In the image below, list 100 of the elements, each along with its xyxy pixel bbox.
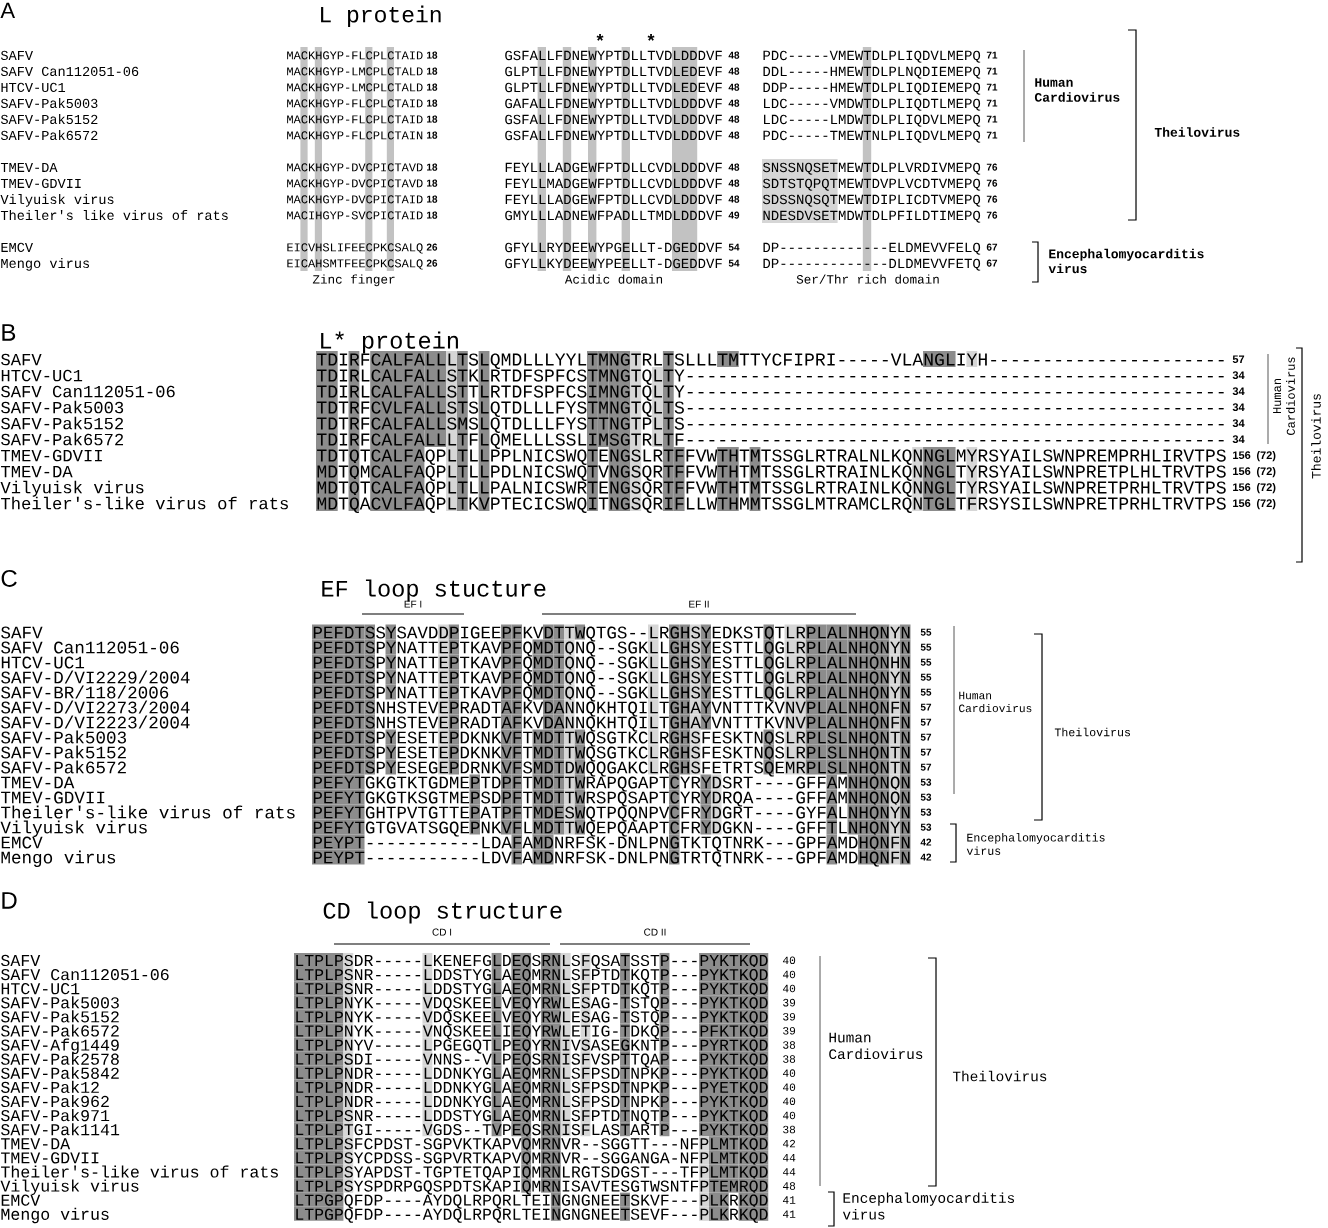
aligned-sequence: LTPLPNDR-----LDDNKYGLAEQMRNLSFPSDTNPKP---PYKTKQD: [294, 1093, 769, 1111]
strain-name: EMCV: [1, 836, 43, 849]
aligned-sequence: LTPLPSYCPDSS-SGPVRTKAPVQMRNVR--SGGANGA-NFPLMTKQD: [294, 1150, 769, 1167]
aligned-sequence: PEFDTSSYSAVDDPIGEEPFKVDTTWQTGS--LRGHSYEDKSTQTLRPLALNHQNYN: [312, 624, 911, 642]
aligned-sequence: LTPLPSNR-----LDDSTYGLAEQMRNLSFPTDTKQTP---PYKTKQD: [294, 981, 769, 998]
aligned-sequence: PEFDTSPYNATTEPTKAVPFQMDTQNQ--SGKLLGHSYESTTLQGLRPLALNHQNHN: [312, 654, 911, 672]
aligned-sequence: LTPLPSYAPDST-TGPTETQAPIQMRNLRGTSDGST---TFPLMTKQD: [294, 1164, 769, 1181]
aligned-sequence: LTPLPSDI-----VNNS--VLPEQSRNISFVSPTTQAP---PYKTKQD: [294, 1051, 769, 1068]
aligned-sequence: LTPLPNDR-----LDDNKYGLAEQMRNLSFPSDTNPKP---PYETKQD: [294, 1079, 769, 1096]
strain-name: SAFV-Pak5003: [1, 730, 126, 744]
strain-name: Vilyuisk virus: [0, 820, 147, 837]
strain-name: SAFV-Afg1449: [1, 1038, 119, 1054]
strain-name: SAFV-Pak1141: [1, 1123, 120, 1136]
aligned-sequence: PEFDTSPYESETEPDKNKVFTMDTTWQSGTKCLRGHSFESKTNQSLRPLSLNHQNTN: [312, 744, 911, 762]
strain-name: TMEV-GDVII: [1, 1152, 99, 1164]
aligned-sequence: LTPGPQFDP----AYDQLRPQRLTEINGNGNEETSEVF---PLKRKQD: [294, 1206, 769, 1223]
panel-title: L* protein: [321, 331, 458, 354]
panel-title: L protein: [321, 5, 441, 28]
strain-name: SAFV: [1, 626, 43, 639]
aligned-sequence: PEFDTSNHSTEVEPRADTAFKVDANNQKHTQILTGHAYVNTTTKVNVPLALNHQNFN: [312, 699, 911, 717]
aligned-sequence: PEFDTSPYNATTEPTKAVPFQMDTQNQ--SGKLLGHSYESTTLQGLRPLALNHQNYN: [312, 639, 911, 657]
panel-letter: C: [1, 569, 17, 587]
panel-letter: D: [2, 892, 17, 909]
panel-title: EF loop stucture: [322, 579, 546, 602]
strain-name: HTCV-UC1: [1, 983, 80, 995]
aligned-sequence: LTPLPSNR-----LDDSTYGLAEQMRNLSFPTDTNQTP---PYKTKQD: [294, 1108, 769, 1125]
strain-name: SAFV-Pak5152: [1, 1010, 119, 1023]
aligned-sequence: PEFYTGTGVATSGQEPNKVFLMDTTWQEPQAAPTCFRYDGKN----GFFTLNHQNYN: [312, 819, 911, 837]
aligned-sequence: LTPLPSDR-----LKENEFGLDEQSRNLSFQSATSSTP---PYKTKQD: [294, 952, 769, 970]
aligned-sequence: PEYPT-----------LDVFAMDNRFSK-DNLPNGTRTQTNRK---GPFAMDHQNFN: [312, 849, 911, 867]
aligned-sequence: PEFDTSPYESEGEPDRNKVFSMDTDWQQGAKCLRGHSFETRTSQEMRPLSLNHQNTN: [312, 759, 911, 777]
strain-name: SAFV-Pak5003: [1, 996, 119, 1009]
strain-name: SAFV-Pak12: [1, 1080, 99, 1093]
panel-letter: A: [0, 2, 16, 18]
strain-name: TMEV-DA: [1, 465, 73, 478]
strain-name: SAFV Can112051-06: [1, 385, 175, 398]
aligned-sequence: PEFYTGKGTKSGTMEPSDPFTMDTTWRSPQSAPTCYRYDRQA----GFFAMNHQNQN: [312, 789, 911, 807]
aligned-sequence: LTPLPNDR-----LDDNKYGLAEQMRNLSFPSDTNPKP---PYKTKQD: [294, 1065, 769, 1082]
strain-name: TMEV-DA: [1, 776, 75, 789]
strain-name: TMEV-GDVII: [1, 791, 105, 804]
aligned-sequence: TDIRLCALFALLSTTLRTDFSPFCSIMNGTQLTY--------------------------------------------------: [316, 383, 1224, 401]
aligned-sequence: LTPLPTGI-----VGDS--TVPEQSRNISFLASTARTP---PYKTKQD: [294, 1122, 769, 1139]
aligned-sequence: LTPLPNYV-----LPGEGQTLPEQYRNIVSASEGKNTP---PYRTKQD: [294, 1037, 769, 1054]
panel-letter: B: [2, 324, 16, 341]
aligned-sequence: PEFYTGHTPVTGTTEPATPFTMDESWQTPQQNPVCFRYDGRT----GYFALNHQNYN: [312, 804, 911, 822]
strain-name: SAFV-BR/118/2006: [1, 685, 169, 699]
aligned-sequence: PEFYTGKGTKTGDMEPTDPFTMDTTWRAPQGAPTCYRYDSRT----GFFAMNHQNQN: [312, 774, 911, 792]
strain-name: SAFV Can112051-06: [1, 641, 179, 654]
aligned-sequence: PEFDTSNHSTEVEPRADTAFKVDANNQKHTQILTGHAYVNTTTKVNVPLALNHQNFN: [312, 714, 911, 732]
aligned-sequence: LTPLPNYK-----VDQSKEELVEQYRWLESAG-TSTQP---PYKTKQD: [294, 995, 769, 1012]
aligned-sequence: MDTQMCALFAQPLTLLPDLNICSWQTVNGSQRTFFVWTHTMTSSGLRTRAINLKQNNGLTYRSYAILSWNPRETPLHLTRVTPS: [316, 463, 1226, 481]
aligned-sequence: TDIRFCALFALLLTSLQMDLLLYYLTMNGTRLTSLLLTMTTYCFIPRI-----VLANGLIYH----------------------: [316, 351, 1224, 369]
strain-name: SAFV-Pak6572: [1, 1024, 119, 1037]
strain-name: SAFV-Pak6572: [1, 432, 124, 446]
aligned-sequence: MDTQACVLFAQPLTKVPTECICSWQITNGSQRIFLLWTHMMTSSGLMTRAMCLRQNTGLTFRSYSILSWNPRETPRHLTRVTPS: [316, 495, 1226, 513]
aligned-sequence: TDIRLCALFALLSTKLRTDFSPFCSTMNGTQLTY--------------------------------------------------: [316, 367, 1224, 385]
strain-name: EMCV: [1, 1194, 41, 1206]
strain-name: TMEV-DA: [1, 1138, 71, 1150]
strain-name: Vilyuisk virus: [0, 1179, 139, 1195]
strain-name: SAFV-Pak5003: [1, 400, 124, 414]
aligned-sequence: LTPLPNYK-----VNQSKEELIEQYRWLETIG-TDKQP---PFKTKQD: [294, 1023, 769, 1040]
strain-name: SAFV-D/VI2229/2004: [1, 670, 190, 684]
strain-name: SAFV-Pak5842: [1, 1066, 119, 1079]
aligned-sequence: PEYPT-----------LDAFAMDNRFSK-DNLPNGTKTQTNRK---GPFAMDHQNFN: [312, 834, 911, 852]
aligned-sequence: MDTQTCALFAQPLTLLPALNICSWRTENGSQRTFFVWTHTMTSSGLRTRAINLKQNNGLTYRSYAILSWNPRETPRHLTRVTPS: [316, 479, 1226, 497]
strain-name: SAFV: [1, 954, 41, 967]
strain-name: SAFV-Pak6572: [1, 760, 126, 774]
aligned-sequence: LTPLPSFCPDST-SGPVKTKAPVQMRNVR--SGGTT---NFPLMTKQD: [294, 1136, 769, 1153]
strain-name: Theiler's-like virus of rats: [1, 1165, 278, 1178]
strain-name: SAFV Can112051-06: [1, 968, 169, 981]
strain-name: TMEV-GDVII: [1, 449, 102, 462]
panel-title: CD loop structure: [323, 901, 562, 924]
aligned-sequence: LTPLPSNR-----LDDSTYGLAEQMRNLSFPTDTKQTP---PYKTKQD: [294, 967, 769, 984]
strain-name: SAFV-Pak5152: [1, 745, 126, 759]
asterisk: *: [596, 34, 604, 41]
strain-name: SAFV-Pak2578: [1, 1052, 119, 1065]
strain-name: Mengo virus: [1, 1207, 109, 1224]
aligned-sequence: LTPGPQFDP----AYDQLRPQRLTEINGNGNEETSKVF---PLKRKQD: [294, 1192, 769, 1209]
strain-name: HTCV-UC1: [1, 369, 83, 382]
aligned-sequence: TDTRFCALFALLSMSLQTDLLLFYSTTNGTPLTS--------------------------------------------------: [316, 415, 1224, 433]
strain-name: SAFV-D/VI2273/2004: [1, 700, 190, 714]
strain-name: Theiler's-like virus of rats: [1, 496, 288, 510]
aligned-sequence: TDTRFCVLFALLSTSLQTDLLLFYSTMNGTQLTS--------------------------------------------------: [316, 399, 1224, 417]
asterisk: *: [647, 34, 655, 41]
strain-name: SAFV: [1, 353, 42, 366]
strain-name: HTCV-UC1: [1, 656, 85, 669]
strain-name: SAFV-Pak962: [1, 1094, 109, 1108]
aligned-sequence: LTPLPNYK-----VDQSKEELVEQYRWLESAG-TSTQP---PYKTKQD: [294, 1009, 769, 1026]
strain-name: Mengo virus: [1, 850, 116, 867]
aligned-sequence: PEFDTSPYNATTEPTKAVPFQMDTQNQ--SGKLLGHSYESTTLQGLRPLALNHQNYN: [312, 684, 911, 702]
aligned-sequence: PEFDTSPYNATTEPTKAVPFQMDTQNQ--SGKLLGHSYESTTLQGLRPLALNHQNYN: [312, 669, 911, 687]
strain-name: SAFV-Pak971: [1, 1109, 110, 1122]
aligned-sequence: LTPLPSYSPDRPGQSPDTSKAPIQMRNISAVTESGTWSNTFPTEMRQD: [294, 1178, 769, 1195]
strain-name: Vilyuisk virus: [0, 480, 144, 497]
strain-name: SAFV-Pak5152: [1, 416, 124, 430]
aligned-sequence: TDIRFCALFALLLTFLQMELLLSSLIMSGTRLTF--------------------------------------------------: [316, 431, 1224, 449]
aligned-sequence: TDTQTCALFAQPLTLLPPLNICSWQTENGSLRTFFVWTHTMTSSGLRTRALNLKQNNGLMYRSYAILSWNPREMPRHLIRVTPS: [316, 447, 1226, 465]
aligned-sequence: PEFDTSPYESETEPDKNKVFTMDTTWQSGTKCLRGHSFESKTNQSLRPLSLNHQNTN: [312, 729, 911, 747]
strain-name: Theiler's-like virus of rats: [1, 805, 295, 819]
strain-name: SAFV-D/VI2223/2004: [1, 715, 190, 729]
